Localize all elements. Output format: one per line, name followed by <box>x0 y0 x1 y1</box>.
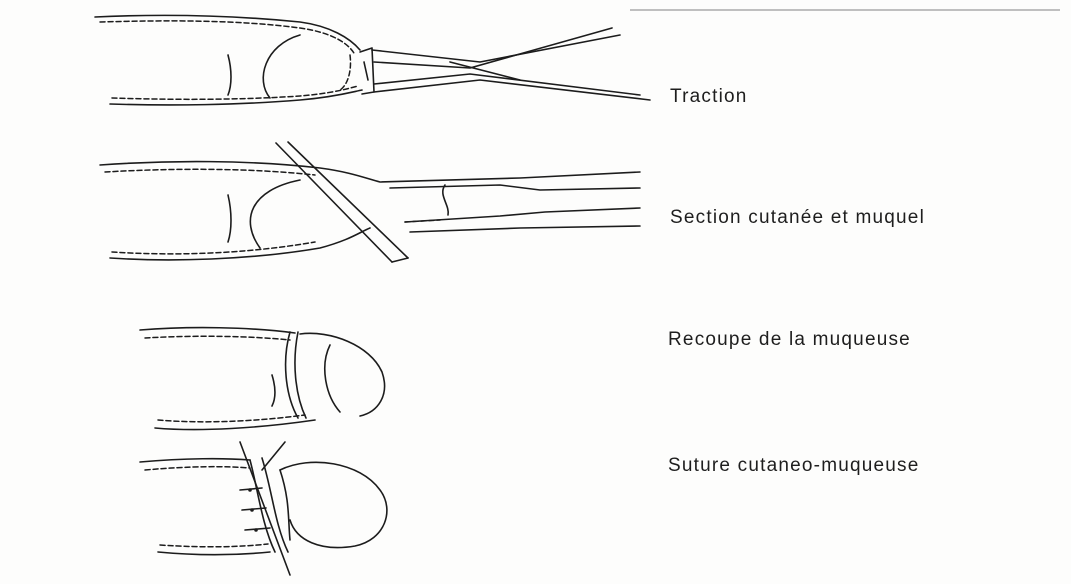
drawing-recoupe <box>140 328 385 430</box>
drawing-traction <box>95 15 650 105</box>
drawing-section <box>100 142 640 262</box>
drawing-suture <box>140 442 387 575</box>
step-label-recoupe: Recoupe de la muqueuse <box>668 329 911 351</box>
step-label-traction: Traction <box>670 86 748 108</box>
step-label-suture: Suture cutaneo-muqueuse <box>668 455 920 477</box>
step-label-section: Section cutanée et muquel <box>670 207 925 229</box>
